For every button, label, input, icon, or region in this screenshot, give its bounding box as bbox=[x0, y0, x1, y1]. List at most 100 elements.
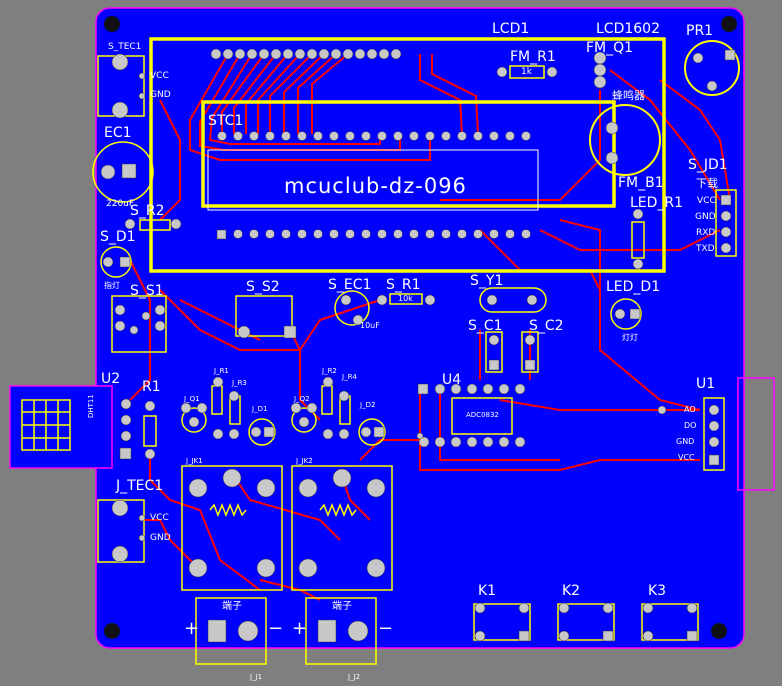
k3-outline bbox=[641, 603, 699, 641]
fm-q1-label: FM_Q1 bbox=[586, 40, 634, 56]
s-jd1-txd-label: TXD bbox=[696, 244, 715, 254]
led-d1-label: LED_D1 bbox=[606, 279, 661, 295]
pads bbox=[100, 48, 736, 643]
ec1-outline bbox=[92, 141, 154, 203]
s-d1-outline bbox=[100, 246, 132, 278]
s-c2-outline bbox=[521, 331, 539, 373]
j-r2-label: J_R2 bbox=[322, 367, 337, 375]
u2-note: DHT11 bbox=[87, 394, 95, 418]
copper-traces bbox=[129, 53, 731, 601]
k3-label: K3 bbox=[648, 583, 667, 599]
u2-dht11-outline bbox=[9, 385, 113, 469]
s-r1-value: 10k bbox=[398, 294, 413, 303]
s-c2-label: S_C2 bbox=[529, 318, 564, 334]
fm-r1-label: FM_R1 bbox=[510, 49, 556, 65]
u1-outline bbox=[737, 377, 775, 491]
s-d1-label: S_D1 bbox=[100, 229, 136, 245]
buzzer-outline bbox=[589, 104, 661, 176]
terminal-j2-label: 端子 bbox=[332, 601, 352, 612]
s-tec1-gnd-label: GND bbox=[150, 90, 171, 100]
s-r2-body bbox=[139, 219, 171, 231]
fm-b1-label: FM_B1 bbox=[618, 175, 664, 191]
j-j2-label: J_J2 bbox=[348, 673, 361, 681]
s-ec1-outline bbox=[334, 290, 370, 326]
pr1-outline bbox=[684, 40, 740, 96]
lcd1602-outline bbox=[149, 37, 666, 273]
j-tec1-vcc-label: VCC bbox=[150, 513, 169, 523]
u2-label: U2 bbox=[101, 371, 121, 387]
silkscreen bbox=[9, 37, 775, 665]
u1-do-label: DO bbox=[684, 421, 697, 430]
k1-label: K1 bbox=[478, 583, 497, 599]
j-q1-outline bbox=[181, 407, 207, 433]
s-jd1-label: S_JD1 bbox=[688, 157, 728, 173]
j-j1-label: J_J1 bbox=[250, 673, 263, 681]
lcd1-header-pads bbox=[210, 48, 402, 60]
u1-header-outline bbox=[703, 397, 725, 471]
terminal-j1-label: 端子 bbox=[222, 601, 242, 612]
s-y1-label: S_Y1 bbox=[470, 273, 504, 289]
s-jd1-gnd-label: GND bbox=[695, 212, 716, 222]
j-tec1-gnd-label: GND bbox=[150, 533, 171, 543]
j-jk2-outline bbox=[291, 465, 393, 591]
terminal-j1-outline bbox=[195, 597, 267, 665]
stc1-chip-body bbox=[207, 149, 539, 211]
k2-outline bbox=[557, 603, 615, 641]
terminal-j2-outline bbox=[305, 597, 377, 665]
stc1-label: STC1 bbox=[208, 113, 244, 129]
u1-ao-label: AO bbox=[684, 405, 696, 414]
led-r1-body bbox=[631, 221, 645, 259]
s-s1-label: S_S1 bbox=[130, 283, 164, 299]
j-q2-outline bbox=[291, 407, 317, 433]
s-s2-label: S_S2 bbox=[246, 279, 280, 295]
pcb-board bbox=[95, 7, 745, 649]
terminal-j2-minus: − bbox=[378, 618, 394, 639]
s-s1-outline bbox=[111, 295, 167, 353]
j-q1-label: J_Q1 bbox=[184, 395, 200, 403]
led-r1-label: LED_R1 bbox=[630, 195, 684, 211]
j-r4-label: J_R4 bbox=[342, 373, 357, 381]
lcd1602-label: LCD1602 bbox=[596, 21, 660, 37]
s-c1-outline bbox=[485, 331, 503, 373]
fm-r1-body bbox=[509, 65, 545, 79]
s-c1-label: S_C1 bbox=[468, 318, 503, 334]
terminal-j1-minus: − bbox=[268, 618, 284, 639]
s-jd1-rxd-label: RXD bbox=[696, 228, 716, 238]
s-d1-note: 指灯 bbox=[104, 281, 120, 290]
led-d1-outline bbox=[610, 298, 642, 330]
r1-body bbox=[143, 415, 157, 447]
j-q2-label: J_Q2 bbox=[294, 395, 310, 403]
u1-vcc-label: VCC bbox=[678, 453, 695, 462]
r1-label: R1 bbox=[142, 379, 161, 395]
terminal-j1-plus: + bbox=[184, 618, 200, 639]
terminal-j2-plus: + bbox=[292, 618, 308, 639]
j-d1-label: J_D1 bbox=[252, 405, 268, 413]
j-r1-label: J_R1 bbox=[214, 367, 229, 375]
stc1-chip-text: mcuclub-dz-096 bbox=[284, 174, 467, 198]
s-tec1-label: S_TEC1 bbox=[108, 42, 142, 52]
u1-gnd-label: GND bbox=[676, 437, 695, 446]
j-jk1-outline bbox=[181, 465, 283, 591]
s-ec1-label: S_EC1 bbox=[328, 277, 372, 293]
u4-label: U4 bbox=[442, 372, 462, 388]
s-r2-label: S_R2 bbox=[130, 203, 165, 219]
k1-outline bbox=[473, 603, 531, 641]
stc1-top-pads bbox=[217, 131, 531, 141]
j-d1-outline bbox=[248, 418, 276, 446]
j-jk1-label: J_JK1 bbox=[186, 457, 203, 465]
j-jk2-label: J_JK2 bbox=[296, 457, 313, 465]
stc1-bottom-pads bbox=[216, 229, 531, 240]
s-tec1-vcc-label: VCC bbox=[150, 71, 169, 81]
pr1-label: PR1 bbox=[686, 23, 714, 39]
j-tec1-label: J_TEC1 bbox=[116, 478, 164, 494]
s-jd1-outline bbox=[715, 189, 737, 257]
u4-outline bbox=[451, 397, 513, 435]
u4-chip-label: ADC0832 bbox=[466, 411, 499, 419]
j-d2-label: J_D2 bbox=[360, 401, 376, 409]
mounting-holes bbox=[104, 16, 737, 639]
s-r1-body bbox=[389, 293, 423, 305]
s-r1-label: S_R1 bbox=[386, 277, 421, 293]
k2-label: K2 bbox=[562, 583, 581, 599]
led-d1-note: 灯灯 bbox=[622, 333, 638, 342]
